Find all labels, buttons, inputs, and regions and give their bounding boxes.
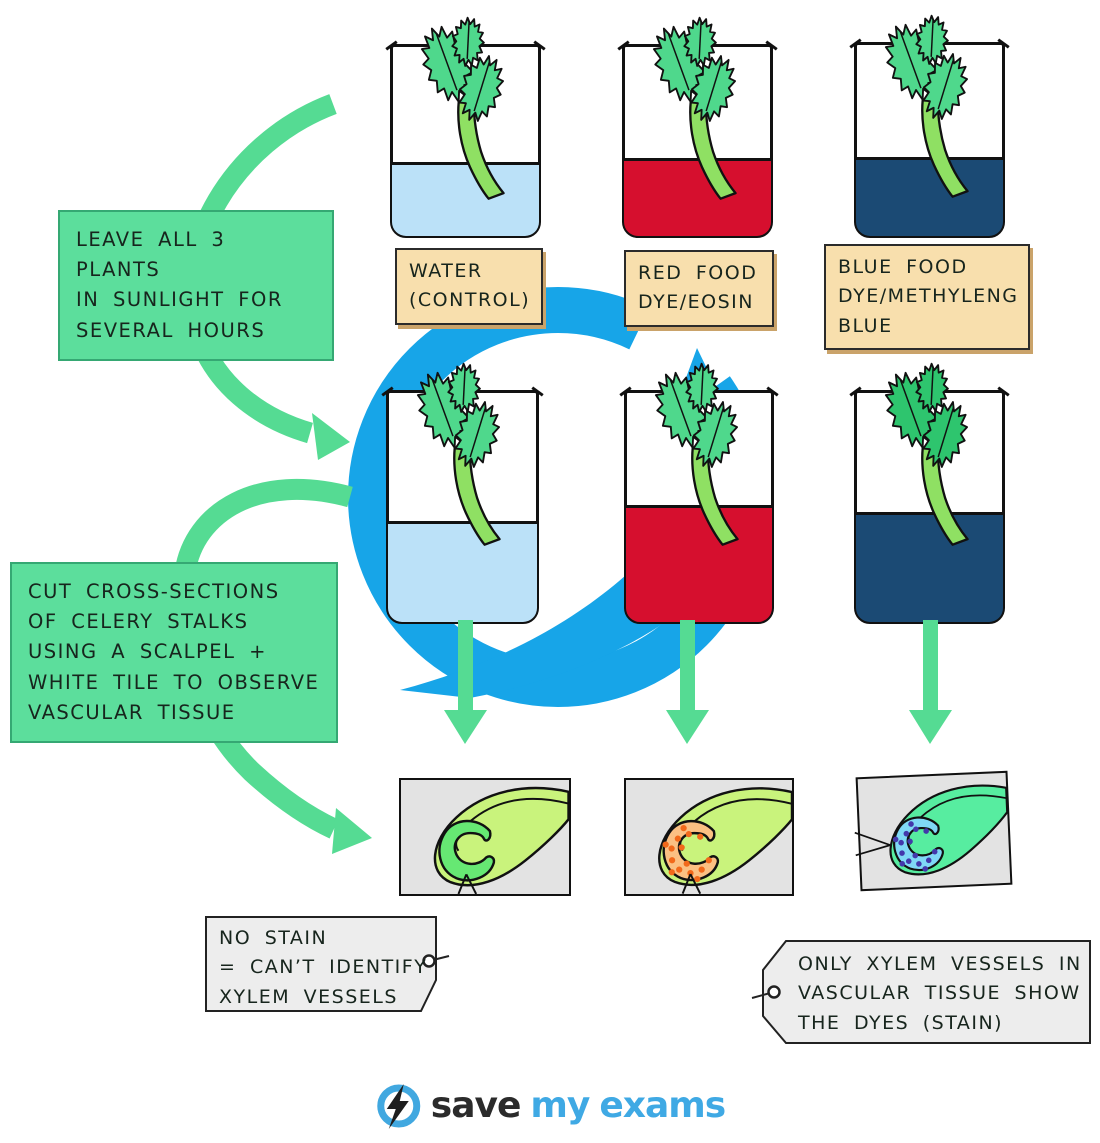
- celery-cross-section-red-stained: [658, 787, 794, 895]
- label-blue-food-dye: BLUE FOOD DYE/METHYLENG BLUE: [824, 244, 1030, 351]
- beaker-red-dye-before: [622, 16, 773, 238]
- logo-word-exams: exams: [599, 1085, 726, 1126]
- lightning-bolt-icon: [377, 1084, 421, 1129]
- blue-dye-liquid: [856, 157, 1003, 236]
- celery-plant-icon: [416, 362, 501, 546]
- tag-no-stain-text: NO STAIN = CAN’T IDENTIFY XYLEM VESSELS: [219, 927, 428, 1008]
- pointer-line: [681, 873, 692, 894]
- stalk-slice: [889, 784, 1009, 876]
- beaker-blue-dye-before: [854, 14, 1005, 238]
- pointer-line: [854, 831, 891, 846]
- step1-arrow-head-icon: [312, 413, 350, 460]
- water-liquid: [392, 161, 539, 236]
- tag-outline: [762, 940, 1091, 1044]
- celery-plant-icon: [884, 14, 969, 198]
- down-arrow-shaft: [458, 620, 473, 714]
- celery-plant-icon: [654, 362, 739, 546]
- down-arrow-shaft: [680, 620, 695, 714]
- tag-shape: [751, 940, 1091, 1044]
- stalk-slice: [658, 787, 794, 887]
- vascular-tissue-region: [438, 819, 496, 882]
- celery-plant-icon: [884, 362, 969, 546]
- label-red-food-dye: RED FOOD DYE/EOSIN: [624, 250, 774, 327]
- logo-word-my: my: [530, 1085, 590, 1126]
- down-arrow-icon: [666, 710, 709, 744]
- beaker-water-after: [386, 362, 539, 624]
- down-arrow-shaft: [923, 620, 938, 714]
- logo-word-save: save: [430, 1085, 522, 1126]
- label-water-control: WATER (CONTROL): [395, 248, 543, 325]
- pointer-line: [457, 873, 468, 895]
- down-arrow-icon: [909, 710, 952, 744]
- beaker-water-before: [390, 16, 541, 238]
- blue-dye-liquid: [856, 511, 1003, 622]
- step2-instruction-box: CUT CROSS-SECTIONS OF CELERY STALKS USIN…: [10, 562, 338, 744]
- beaker-blue-dye-after: [854, 362, 1005, 624]
- water-liquid: [388, 520, 537, 622]
- celery-plant-icon: [652, 16, 737, 200]
- cross-section-panel-red: [624, 778, 794, 896]
- step2-arrow-head-icon: [332, 808, 372, 854]
- celery-cross-section-blue-stained: [854, 784, 1009, 876]
- cross-section-panel-blue: [854, 770, 1013, 892]
- tag-stain: ONLY XYLEM VESSELS IN VASCULAR TISSUE SH…: [751, 940, 1092, 1044]
- tag-outline: [205, 916, 437, 1012]
- celery-plant-icon: [420, 16, 505, 200]
- pointer-line: [689, 873, 702, 895]
- stalk-slice: [433, 786, 570, 887]
- pointer-line: [855, 844, 891, 857]
- cross-section-panel-water: [399, 778, 571, 896]
- red-dye-liquid: [626, 505, 772, 622]
- stain-dots: [662, 824, 712, 883]
- tag-stain-text: ONLY XYLEM VESSELS IN VASCULAR TISSUE SH…: [798, 953, 1082, 1034]
- tag-no-stain: NO STAIN = CAN’T IDENTIFY XYLEM VESSELS: [205, 916, 451, 1012]
- step1-instruction-box: LEAVE ALL 3 PLANTS IN SUNLIGHT FOR SEVER…: [58, 210, 334, 361]
- beaker-red-dye-after: [624, 362, 774, 624]
- tag-hole-icon: [422, 954, 436, 968]
- down-arrow-icon: [444, 710, 487, 744]
- pointer-line: [465, 873, 478, 895]
- celery-cross-section-unstained: [433, 786, 570, 895]
- tag-shape: [205, 916, 450, 1012]
- tag-hole-icon: [767, 985, 781, 999]
- stain-dots: [892, 821, 938, 872]
